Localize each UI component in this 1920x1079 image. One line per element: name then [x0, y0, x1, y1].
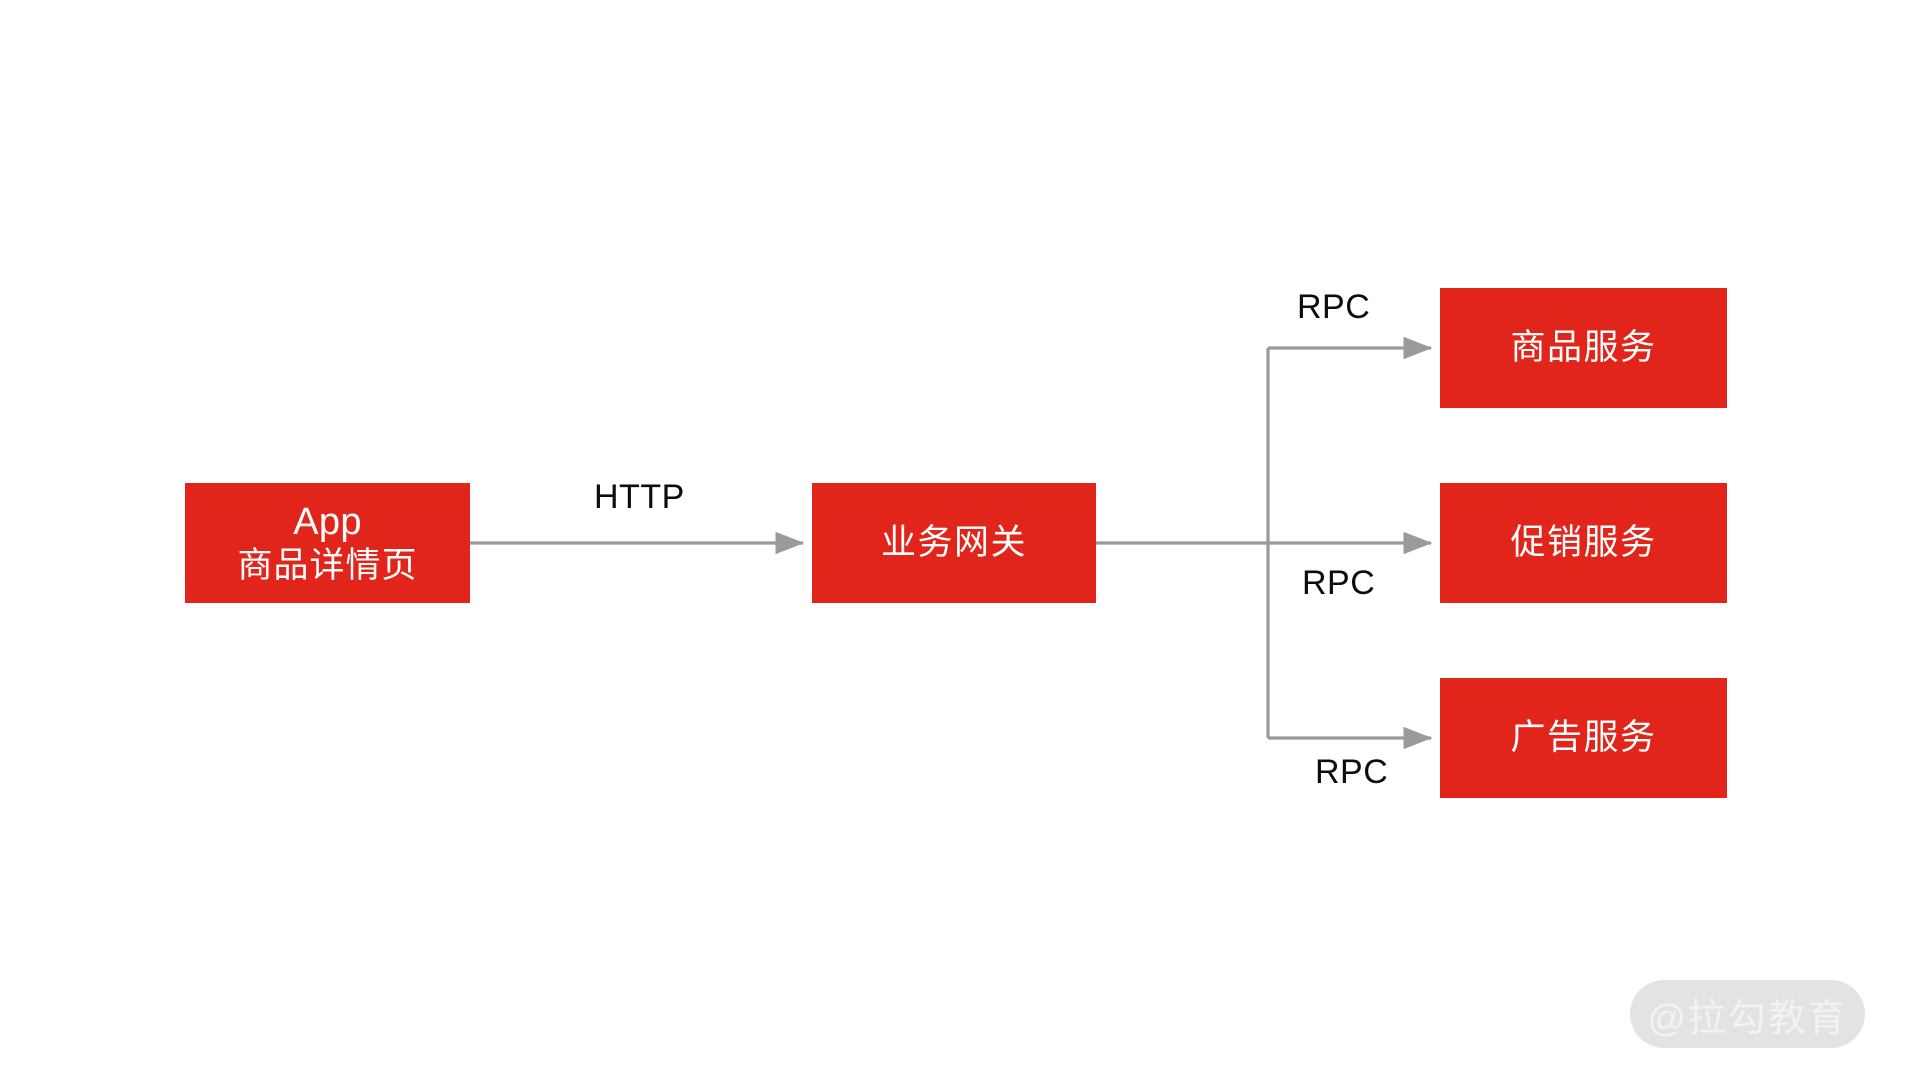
edge-label-rpc-product: RPC: [1297, 288, 1371, 326]
edge-label-http: HTTP: [594, 478, 685, 516]
node-app-title: App: [293, 500, 362, 543]
node-promotion-service[interactable]: 促销服务: [1440, 483, 1727, 603]
watermark: @拉勾教育: [1630, 980, 1865, 1048]
node-ad-service-title: 广告服务: [1510, 718, 1657, 758]
node-promotion-service-title: 促销服务: [1510, 523, 1657, 563]
node-gateway-title: 业务网关: [880, 523, 1027, 563]
node-app[interactable]: App 商品详情页: [185, 483, 470, 603]
edge-label-rpc-ad: RPC: [1315, 753, 1389, 791]
node-ad-service[interactable]: 广告服务: [1440, 678, 1727, 798]
node-product-service-title: 商品服务: [1510, 328, 1657, 368]
edge-label-rpc-promotion: RPC: [1302, 564, 1376, 602]
node-gateway[interactable]: 业务网关: [812, 483, 1096, 603]
edge-gateway-trunk: [1096, 348, 1270, 738]
node-app-subtitle: 商品详情页: [237, 545, 418, 585]
node-product-service[interactable]: 商品服务: [1440, 288, 1727, 408]
